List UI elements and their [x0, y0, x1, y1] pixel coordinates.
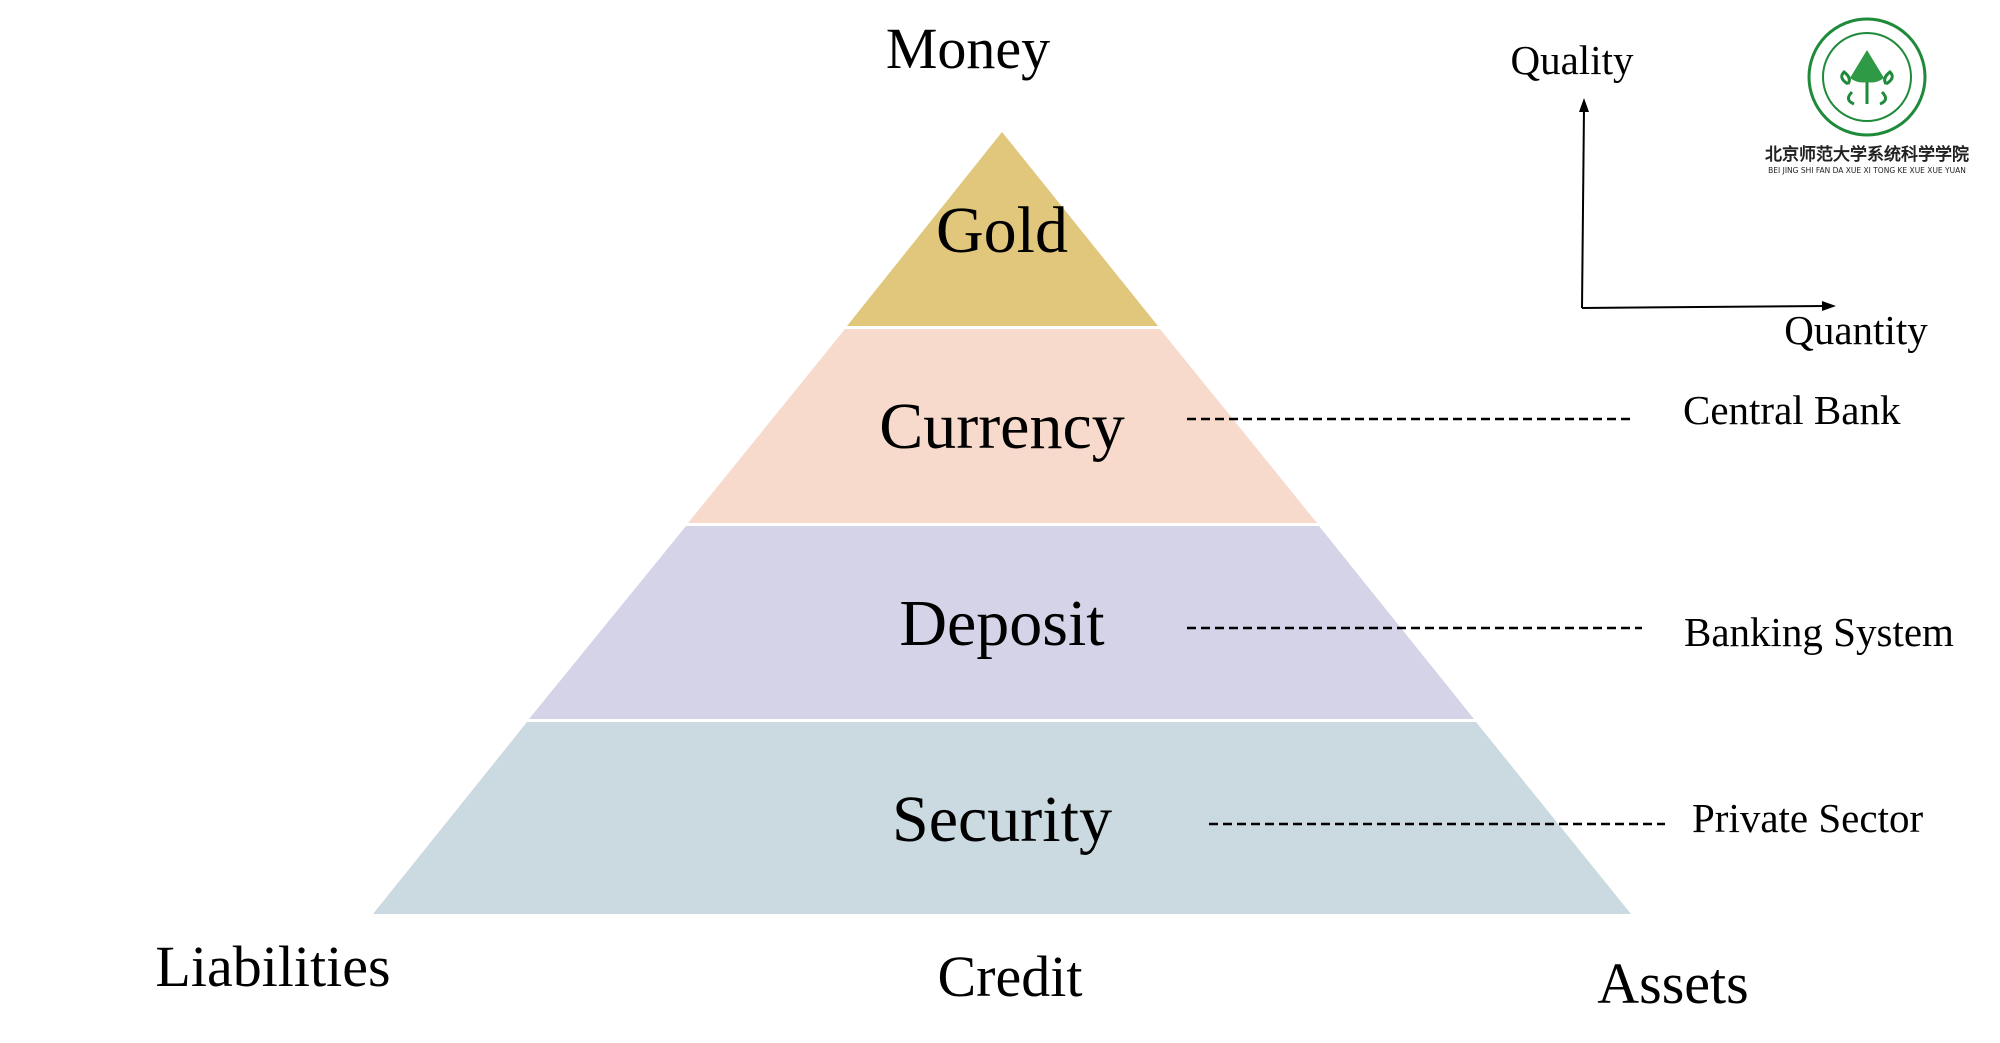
arrow-up-icon — [1579, 98, 1589, 112]
axis-label-quality: Quality — [1511, 37, 1634, 83]
pyramid-title: Money — [886, 16, 1050, 81]
bottom-label-liabilities: Liabilities — [155, 934, 390, 999]
pyramid-layer-currency — [688, 329, 1317, 523]
logo-name-chinese: 北京师范大学系统科学学院 — [1765, 144, 1969, 165]
side-label-private-sector: Private Sector — [1692, 795, 1923, 841]
side-label-central-bank: Central Bank — [1683, 387, 1901, 433]
layer-label-currency: Currency — [879, 390, 1125, 463]
arrow-right-icon — [1822, 301, 1836, 311]
layer-label-deposit: Deposit — [899, 587, 1104, 660]
layer-label-gold: Gold — [936, 194, 1068, 267]
layer-label-security: Security — [892, 783, 1112, 856]
pyramid-layer-gold — [847, 132, 1158, 326]
axis-label-quantity: Quantity — [1784, 307, 1928, 353]
bottom-label-assets: Assets — [1597, 951, 1748, 1016]
school-logo — [1807, 17, 1927, 137]
bottom-label-credit: Credit — [938, 944, 1083, 1009]
logo-name-pinyin: BEI JING SHI FAN DA XUE XI TONG KE XUE X… — [1768, 166, 1966, 175]
pyramid-layer-deposit — [529, 526, 1474, 719]
pyramid-layer-security — [373, 722, 1631, 914]
side-label-banking-system: Banking System — [1684, 609, 1954, 655]
quality-quantity-axes — [1579, 98, 1836, 311]
